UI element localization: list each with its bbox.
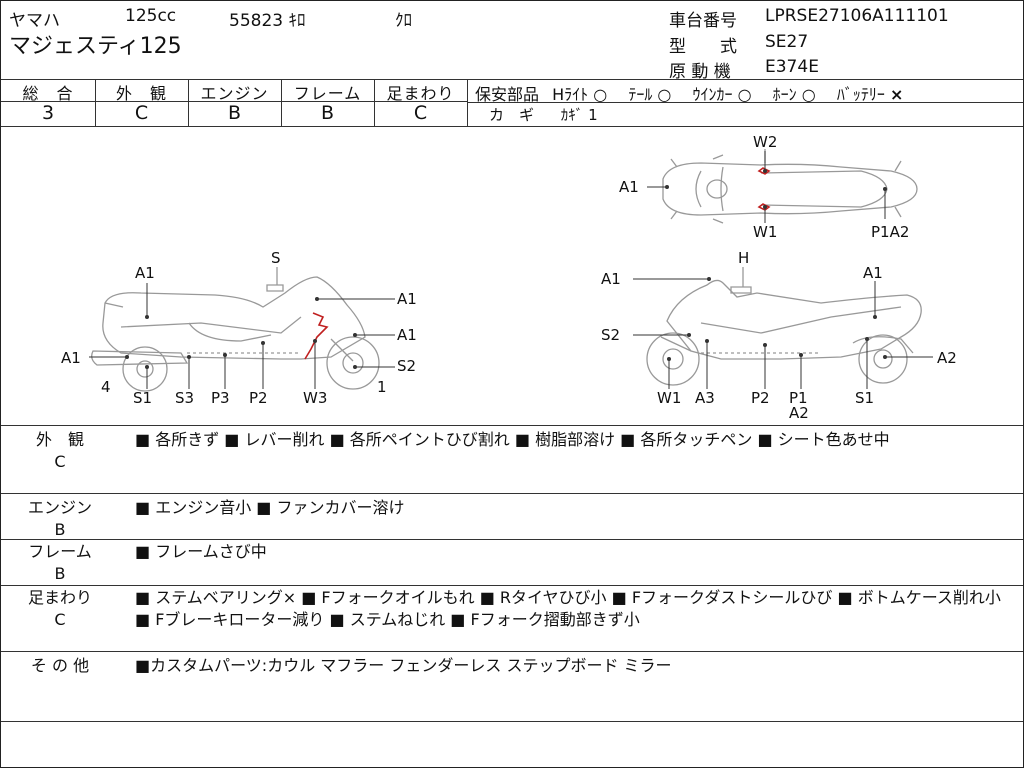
section-frame-text: ■ フレームさび中 [135, 542, 267, 561]
grade-engine-value: B [227, 102, 242, 124]
divider [1, 539, 1023, 540]
leader-dots [125, 169, 887, 369]
frame-no: LPRSE27106A111101 [765, 6, 949, 26]
diagram-label: A1 [61, 349, 81, 367]
divider [374, 79, 375, 126]
diagram-label: 1 [377, 378, 387, 396]
grade-suspension-label: 足まわり [386, 84, 455, 103]
diagram-label: 4 [101, 378, 111, 396]
section-engine-text: ■ エンジン音小 ■ ファンカバー溶け [135, 498, 405, 517]
grade-exterior-label: 外 観 [115, 84, 167, 103]
diagram-label: P2 [249, 389, 268, 407]
safety-item-tail: ﾃｰﾙ ○ [628, 85, 672, 104]
diagram-label: W3 [303, 389, 327, 407]
grade-exterior-value: C [134, 102, 149, 124]
divider [1, 721, 1023, 722]
divider [1, 585, 1023, 586]
diagram-label: A1 [397, 290, 417, 308]
diagram-label: A2 [937, 349, 957, 367]
diagram-label: P3 [211, 389, 230, 407]
diagram-label: W1 [657, 389, 681, 407]
diagram-label: A1 [397, 326, 417, 344]
damage-marks [304, 167, 771, 360]
diagram-label: S2 [397, 357, 416, 375]
section-other-label: そ の 他 [30, 656, 90, 675]
grade-total-value: 3 [41, 102, 55, 124]
damage-diagram: W2 A1 W1 P1A2 S A1 A1 A1 A1 S2 4 1 S1 S3… [61, 133, 957, 422]
divider [1, 651, 1023, 652]
divider [1, 493, 1023, 494]
maker: ヤマハ [9, 11, 60, 31]
scooter-top-view [662, 149, 918, 224]
grade-frame-label: フレーム [293, 84, 362, 103]
diagram-label: S1 [855, 389, 874, 407]
frame-no-label: 車台番号 [669, 11, 737, 31]
color: ｸﾛ [395, 11, 412, 31]
model-name: マジェスティ125 [9, 34, 182, 59]
diagram-label: H [738, 249, 749, 267]
diagram-labels: W2 A1 W1 P1A2 S A1 A1 A1 A1 S2 4 1 S1 S3… [61, 133, 957, 422]
diagram-label: A2 [789, 404, 809, 422]
divider [1, 79, 1023, 80]
diagram-label: S [271, 249, 281, 267]
diagram-label: W2 [753, 133, 777, 151]
engine-value: E374E [765, 57, 819, 77]
diagram-label: S3 [175, 389, 194, 407]
diagram-label: S2 [601, 326, 620, 344]
safety-label: 保安部品 [475, 85, 540, 104]
grade-suspension-value: C [413, 102, 428, 124]
displacement: 125cc [125, 6, 177, 26]
diagram-label: P1 [789, 389, 808, 407]
diagram-label: A1 [135, 264, 155, 282]
safety-item-battery: ﾊﾞｯﾃﾘｰ × [836, 85, 904, 104]
grade-engine-label: エンジン [200, 84, 269, 103]
divider [1, 425, 1023, 426]
diagram-label: S1 [133, 389, 152, 407]
grade-frame-value: B [320, 102, 335, 124]
key-value: ｶｷﾞ 1 [560, 106, 598, 124]
divider [1, 126, 1023, 127]
key-label: カ ギ [489, 106, 535, 124]
divider [1, 101, 467, 102]
section-suspension-text: ■ ステムベアリング× ■ Fフォークオイルもれ ■ Rタイヤひび小 ■ Fフォ… [135, 588, 1001, 629]
leader-lines [89, 151, 933, 389]
key-info: カ ギ ｶｷﾞ 1 [489, 104, 598, 125]
safety-item-horn: ﾎｰﾝ ○ [772, 85, 816, 104]
divider [188, 79, 189, 126]
mileage: 55823 ｷﾛ [229, 11, 306, 31]
safety-parts: 保安部品 Hﾗｲﾄ ○ ﾃｰﾙ ○ ｳｲﾝｶｰ ○ ﾎｰﾝ ○ ﾊﾞｯﾃﾘｰ × [475, 81, 903, 105]
diagram-label: W1 [753, 223, 777, 241]
diagram-label: A1 [619, 178, 639, 196]
scooter-left-view [91, 267, 380, 392]
diagram-label: P1A2 [871, 223, 909, 241]
type-value: SE27 [765, 32, 809, 52]
section-other-text: ■カスタムパーツ:カウル マフラー フェンダーレス ステップボード ミラー [135, 656, 672, 675]
divider [95, 79, 96, 126]
section-exterior-text: ■ 各所きず ■ レバー削れ ■ 各所ペイントひび割れ ■ 樹脂部溶け ■ 各所… [135, 430, 890, 449]
scooter-right-view [646, 267, 922, 386]
safety-item-headlight: Hﾗｲﾄ ○ [552, 85, 608, 104]
type-label: 型 式 [669, 37, 737, 57]
engine-label: 原 動 機 [669, 62, 731, 82]
safety-item-winker: ｳｲﾝｶｰ ○ [692, 85, 752, 104]
diagram-label: A1 [601, 270, 621, 288]
diagram-label: A1 [863, 264, 883, 282]
diagram-label: P2 [751, 389, 770, 407]
diagram-label: A3 [695, 389, 715, 407]
divider [467, 102, 1023, 103]
divider [281, 79, 282, 126]
grade-total-label: 総 合 [22, 84, 74, 103]
